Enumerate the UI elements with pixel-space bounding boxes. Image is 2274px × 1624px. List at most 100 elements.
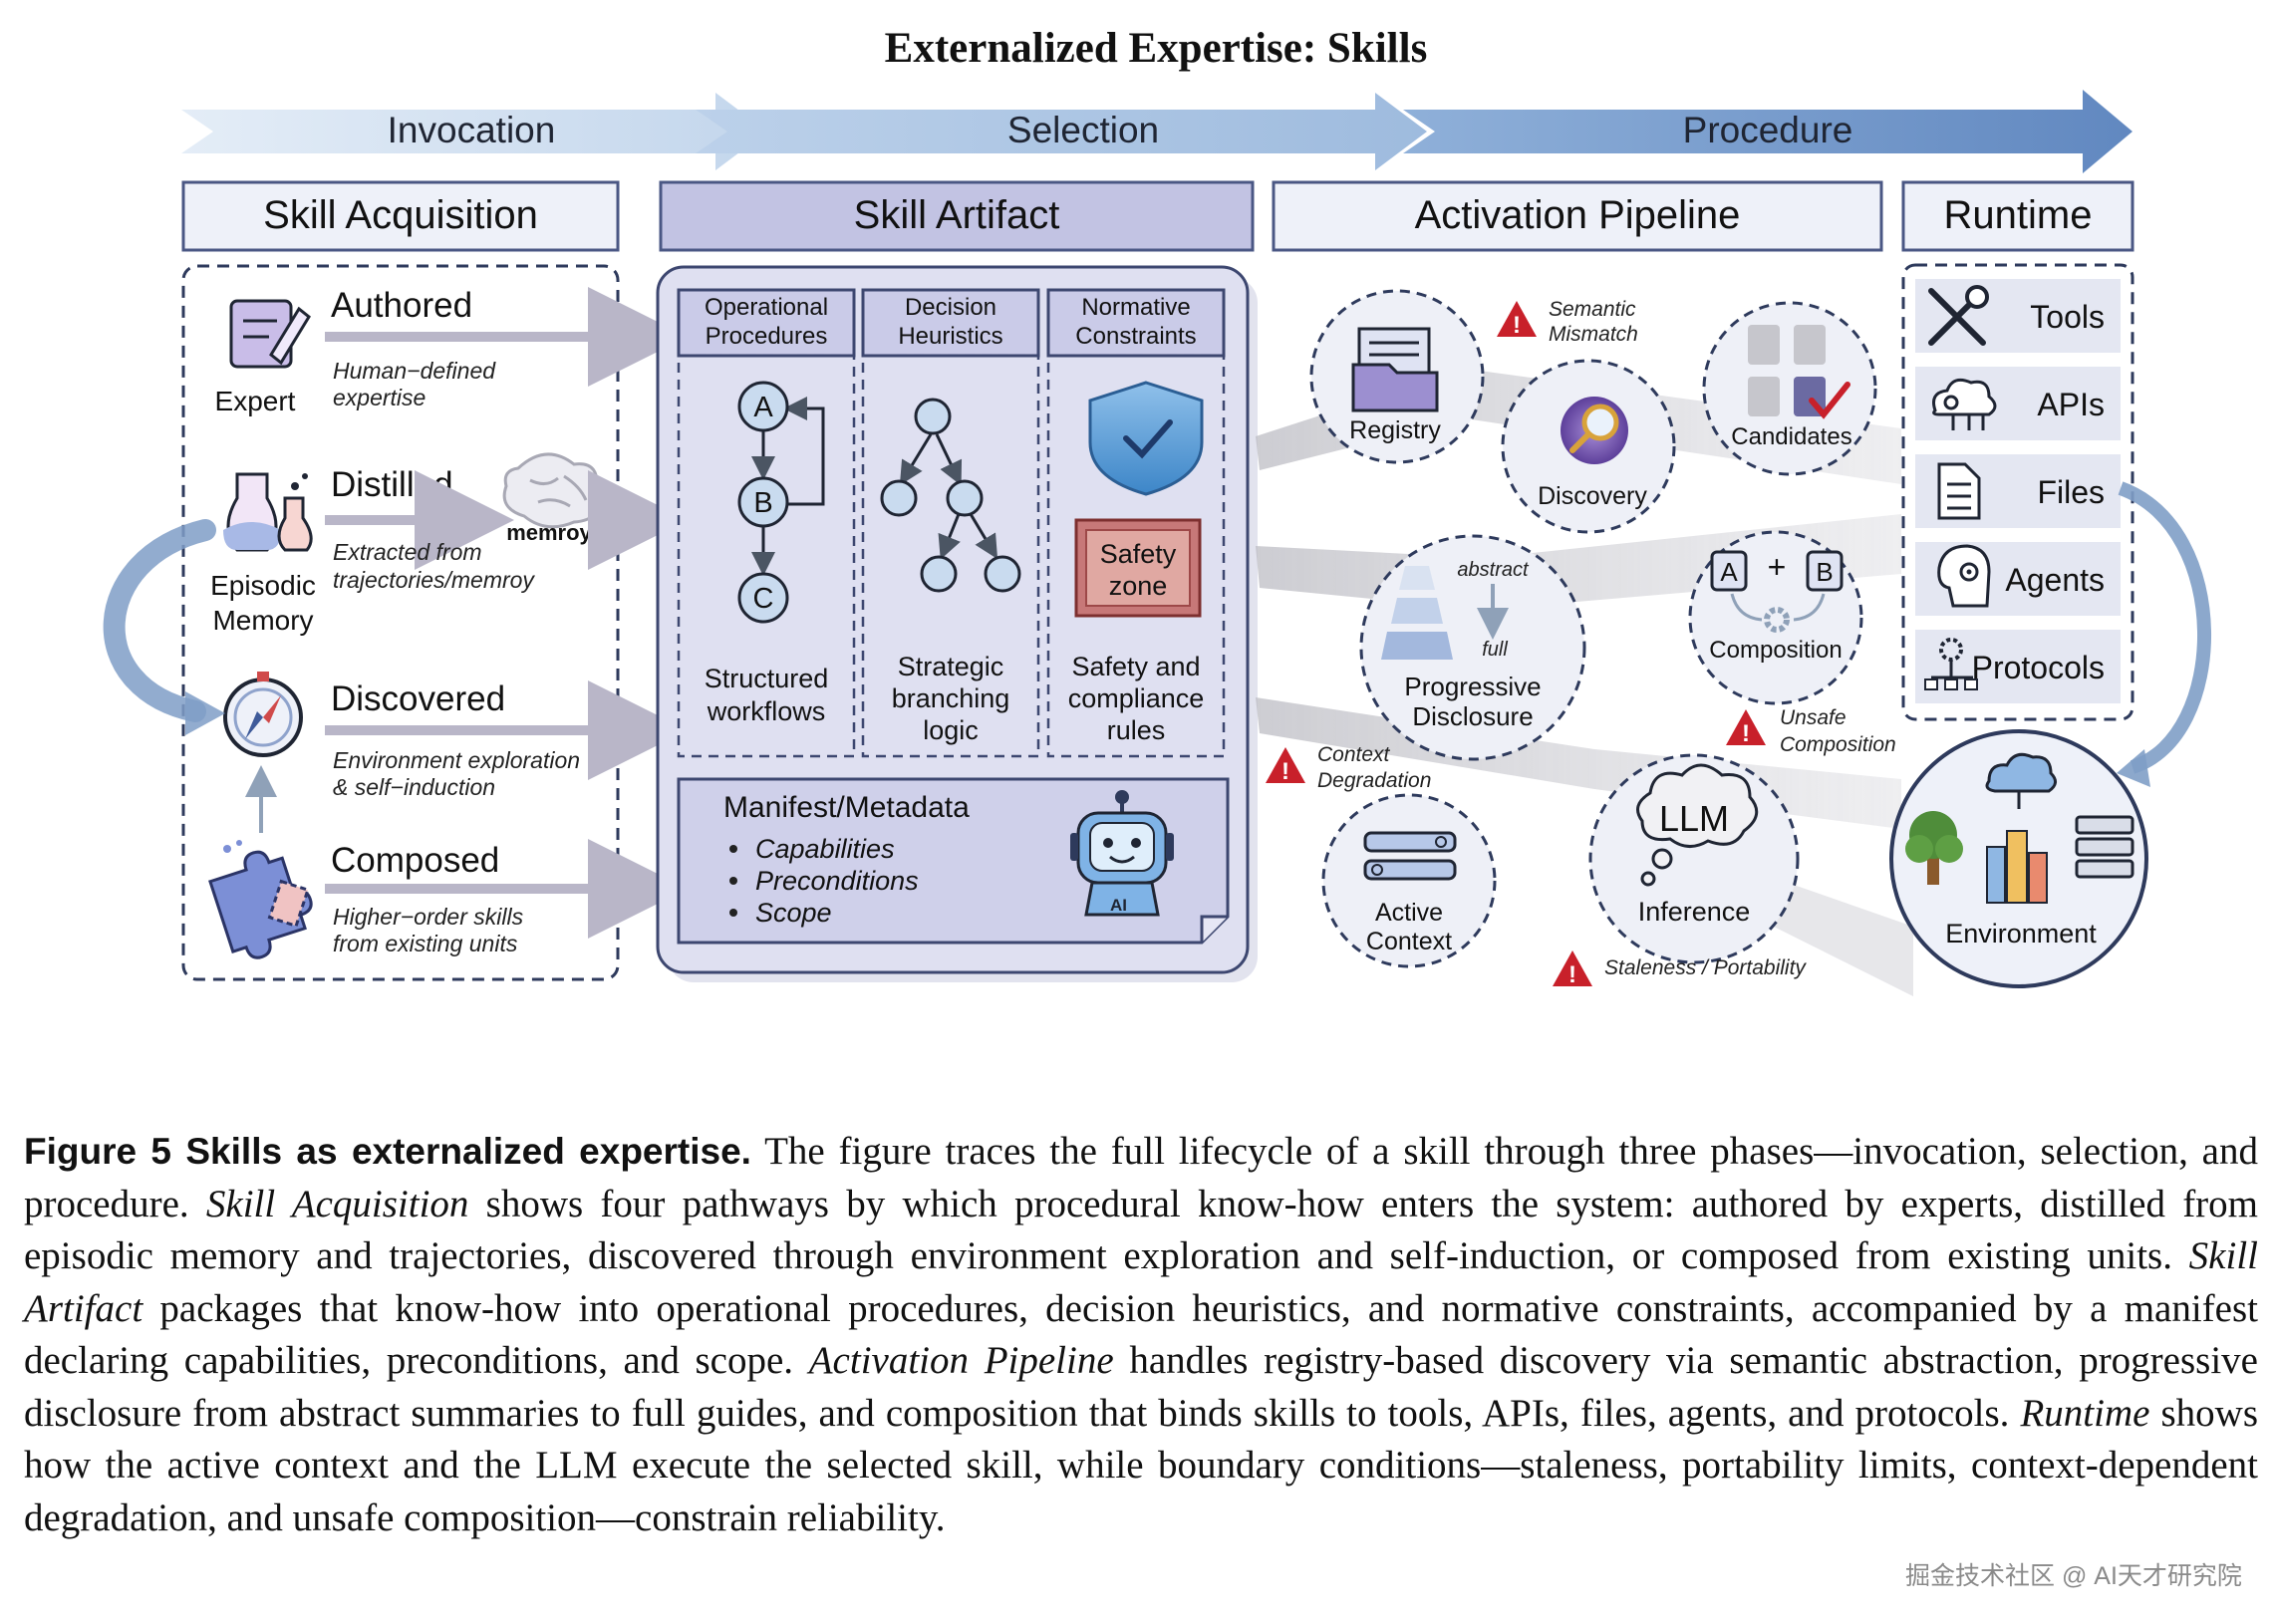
header-skill-acquisition: Skill Acquisition bbox=[263, 193, 538, 237]
warning-staleness-portability: ! Staleness / Portability bbox=[1553, 950, 1807, 988]
artifact-op-footer-1: Structured bbox=[705, 664, 829, 693]
warn-semantic-2: Mismatch bbox=[1549, 323, 1638, 346]
runtime-item-files: Files bbox=[2037, 474, 2105, 510]
acq-authored-desc-2: expertise bbox=[333, 385, 426, 410]
acq-composed-desc-1: Higher−order skills bbox=[333, 904, 524, 930]
phase-label-selection: Selection bbox=[1007, 110, 1159, 150]
acq-distilled-desc-2: trajectories/memroy bbox=[333, 567, 535, 593]
active-context-node: Active Context bbox=[1321, 793, 1497, 968]
warning-semantic-mismatch: ! Semantic Mismatch bbox=[1497, 298, 1638, 346]
robot-ai-badge: AI bbox=[1110, 896, 1127, 915]
tree-icon bbox=[1905, 811, 1963, 885]
manifest-item-preconditions: Preconditions bbox=[755, 866, 919, 896]
workflow-node-b-label: B bbox=[753, 487, 772, 519]
runtime-item-protocols: Protocols bbox=[1972, 650, 2105, 685]
caption-text-1: The figure traces the full lifecycle of … bbox=[24, 1130, 2258, 1225]
phase-arrows: Invocation Selection Procedure bbox=[181, 90, 2132, 173]
acquisition-column: Expert Authored Human−defined expertise … bbox=[181, 264, 688, 981]
files-to-environment-arrow bbox=[2118, 481, 2211, 774]
warning-icon bbox=[1726, 709, 1766, 745]
workflow-node-a-label: A bbox=[753, 392, 773, 423]
check-mark-icon bbox=[1809, 382, 1850, 419]
candidates-label: Candidates bbox=[1731, 423, 1851, 450]
progressive-disclosure-node: abstract full Progressive Disclosure bbox=[1359, 534, 1586, 761]
file-icon bbox=[1937, 462, 1981, 520]
figure-caption: Figure 5 Skills as externalized expertis… bbox=[24, 1126, 2258, 1544]
artifact-dh-header-2: Heuristics bbox=[898, 323, 1002, 350]
warn-context-2: Degradation bbox=[1317, 769, 1431, 792]
acq-authored-title: Authored bbox=[331, 286, 472, 325]
caption-em-artifact: Skill Artifact bbox=[24, 1234, 2258, 1330]
active-context-label-1: Active bbox=[1375, 899, 1443, 927]
artifact-op-header-2: Procedures bbox=[706, 323, 828, 350]
acq-distilled-desc-1: Extracted from bbox=[333, 539, 482, 565]
caption-em-acquisition: Skill Acquisition bbox=[205, 1182, 469, 1225]
warning-unsafe-composition: ! Unsafe Composition bbox=[1726, 706, 1896, 756]
caption-text-2: shows four pathways by which procedural … bbox=[24, 1182, 2258, 1278]
acq-distilled-brain-label: memroy bbox=[506, 520, 592, 545]
svg-text:!: ! bbox=[1568, 961, 1576, 988]
compass-icon bbox=[223, 672, 303, 757]
acq-authored: Expert Authored Human−defined expertise bbox=[215, 286, 688, 416]
caption-em-runtime: Runtime bbox=[2020, 1391, 2150, 1435]
acq-composed-title: Composed bbox=[331, 841, 499, 880]
artifact-op-header-1: Operational bbox=[705, 294, 828, 321]
composition-b-label: B bbox=[1816, 557, 1833, 587]
workflow-node-b bbox=[737, 476, 789, 528]
acq-distilled-icon-label-2: Memory bbox=[212, 605, 313, 636]
progressive-label-1: Progressive bbox=[1404, 672, 1541, 701]
composition-node: A + B Composition bbox=[1688, 530, 1863, 705]
workflow-node-c bbox=[737, 572, 789, 624]
header-runtime: Runtime bbox=[1944, 193, 2093, 237]
environment-node: Environment bbox=[1889, 729, 2148, 988]
column-headers: Skill Acquisition Skill Artifact Activat… bbox=[181, 180, 2134, 252]
artifact-nc-footer-3: rules bbox=[1107, 715, 1166, 745]
artifact-nc-footer-1: Safety and bbox=[1071, 652, 1200, 681]
artifact-nc-header-1: Normative bbox=[1081, 294, 1190, 321]
svg-text:!: ! bbox=[1513, 312, 1521, 339]
warn-semantic-1: Semantic bbox=[1549, 298, 1636, 321]
workflow-node-c-label: C bbox=[753, 583, 774, 615]
warn-unsafe-1: Unsafe bbox=[1780, 706, 1847, 729]
composition-label: Composition bbox=[1709, 637, 1842, 664]
llm-label: LLM bbox=[1659, 798, 1729, 839]
pencil-document-icon bbox=[229, 299, 311, 369]
artifact-dh-footer-3: logic bbox=[923, 715, 979, 745]
acq-composed: Composed Higher−order skills from existi… bbox=[208, 839, 688, 959]
inference-label: Inference bbox=[1638, 897, 1751, 927]
progressive-label-2: Disclosure bbox=[1412, 701, 1533, 731]
progressive-abstract-label: abstract bbox=[1457, 559, 1530, 581]
robot-icon: AI bbox=[1070, 790, 1174, 917]
candidates-node: Candidates bbox=[1702, 301, 1877, 476]
cloud-server-icon bbox=[1985, 752, 2057, 809]
phase-arrow-invocation bbox=[181, 93, 767, 170]
acq-distilled: Episodic Memory Distilled memroy Extract… bbox=[210, 452, 688, 636]
warning-icon bbox=[1266, 747, 1305, 783]
acq-distilled-icon-label-1: Episodic bbox=[210, 570, 316, 601]
composition-a-label: A bbox=[1720, 557, 1738, 587]
decision-tree-diagram bbox=[880, 398, 1021, 593]
phase-label-procedure: Procedure bbox=[1683, 110, 1853, 150]
artifact-nc-footer-2: compliance bbox=[1068, 683, 1205, 713]
header-activation-pipeline: Activation Pipeline bbox=[1415, 193, 1741, 237]
discovery-node: Discovery bbox=[1501, 359, 1676, 534]
caption-label: Figure 5 Skills as externalized expertis… bbox=[24, 1131, 751, 1172]
caption-em-pipeline: Activation Pipeline bbox=[808, 1339, 1114, 1382]
workflow-node-a bbox=[737, 381, 789, 432]
manifest-title: Manifest/Metadata bbox=[723, 791, 970, 824]
acq-authored-desc-1: Human−defined bbox=[333, 358, 496, 384]
manifest-item-capabilities: Capabilities bbox=[755, 834, 895, 864]
runtime-item-agents: Agents bbox=[2005, 562, 2105, 598]
pipeline-column: Registry ! Semantic Mismatch Discovery C… bbox=[1266, 289, 1896, 988]
artifact-column: Operational Procedures Decision Heuristi… bbox=[656, 265, 1258, 982]
workflow-diagram: A B C bbox=[737, 381, 825, 624]
manifest-item-scope: Scope bbox=[755, 898, 832, 928]
warning-context-degradation: ! Context Degradation bbox=[1266, 743, 1431, 792]
warn-unsafe-2: Composition bbox=[1780, 733, 1896, 756]
runtime-item-tools: Tools bbox=[2030, 299, 2105, 335]
safety-zone-box: Safety zone bbox=[1074, 518, 1202, 618]
phase-arrow-procedure bbox=[1403, 90, 2132, 173]
magnifier-icon bbox=[1581, 404, 1619, 441]
acq-discovered-title: Discovered bbox=[331, 679, 505, 718]
warn-context-1: Context bbox=[1317, 743, 1391, 766]
